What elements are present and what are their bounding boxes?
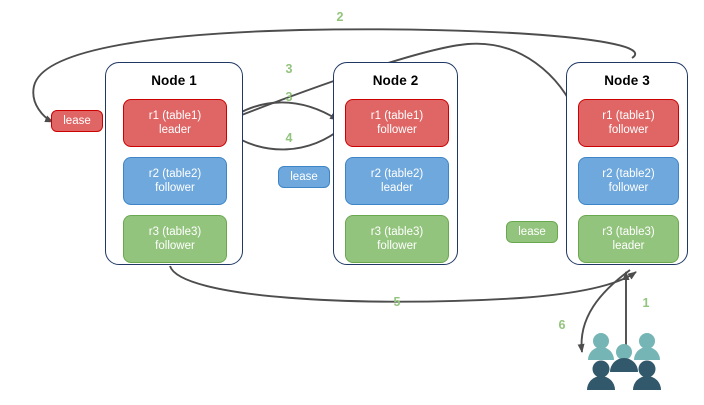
node-title: Node 3 [604,73,650,88]
replica-name: r3 (table3) [148,226,202,238]
replica-name: r2 (table2) [370,168,424,180]
replica-role: follower [155,240,195,252]
step-label-4: 4 [285,131,293,145]
lease-badge-green[interactable]: lease [506,221,558,243]
replica-role: leader [612,240,645,252]
replica-role: leader [159,124,191,136]
step-label-6: 6 [558,318,566,332]
lease-badge-red[interactable]: lease [51,110,103,132]
replica-node3-r2[interactable]: r2 (table2) follower [578,157,679,205]
replica-name: r1 (table1) [370,110,424,122]
node-title: Node 1 [151,73,197,88]
lease-badge-blue[interactable]: lease [278,166,330,188]
node-box-node-1[interactable]: Node 1 r1 (table1) leader r2 (table2) fo… [105,62,243,265]
replica-name: r3 (table3) [602,226,655,238]
replica-name: r1 (table1) [602,110,655,122]
replica-role: follower [377,240,417,252]
step-label-1: 1 [642,296,650,310]
replica-node1-r2[interactable]: r2 (table2) follower [123,157,227,205]
users-icon [587,333,661,390]
replica-node2-r1[interactable]: r1 (table1) follower [345,99,449,147]
node-box-node-2[interactable]: Node 2 r1 (table1) follower r2 (table2) … [333,62,458,265]
replica-name: r2 (table2) [602,168,655,180]
lease-label: lease [63,115,91,127]
lease-label: lease [518,226,546,238]
replica-node1-r1[interactable]: r1 (table1) leader [123,99,227,147]
replica-node3-r1[interactable]: r1 (table1) follower [578,99,679,147]
replica-name: r3 (table3) [370,226,424,238]
step-label-5: 5 [393,295,401,309]
replica-role: follower [608,182,649,194]
replica-role: follower [608,124,649,136]
replica-node1-r3[interactable]: r3 (table3) follower [123,215,227,263]
replica-name: r1 (table1) [148,110,202,122]
replica-name: r2 (table2) [148,168,202,180]
replica-node2-r2[interactable]: r2 (table2) leader [345,157,449,205]
step-label-3-upper: 3 [285,62,293,76]
step-label-2: 2 [336,10,344,24]
node-title: Node 2 [372,73,419,88]
node-box-node-3[interactable]: Node 3 r1 (table1) follower r2 (table2) … [566,62,688,265]
replica-node3-r3[interactable]: r3 (table3) leader [578,215,679,263]
step-label-3-lower: 3 [285,90,293,104]
replica-role: follower [155,182,195,194]
replica-role: leader [381,182,413,194]
lease-label: lease [290,171,318,183]
replica-node2-r3[interactable]: r3 (table3) follower [345,215,449,263]
replica-role: follower [377,124,417,136]
